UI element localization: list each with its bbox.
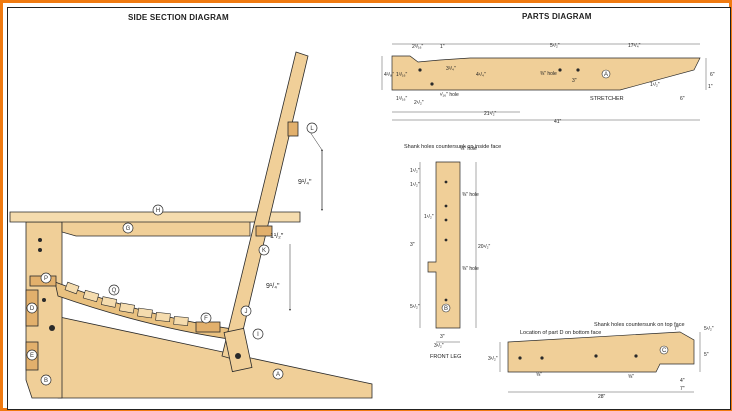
- st-d3: 5¹/₂": [550, 43, 560, 49]
- st-d8: 4¹/₄": [476, 72, 486, 78]
- label-h: H: [156, 208, 160, 214]
- arm-drawing: [507, 331, 695, 373]
- arm-b1: ⅝": [536, 372, 542, 378]
- arm-h2: 5": [704, 352, 709, 358]
- stretcher-drawing: [391, 55, 701, 91]
- label-k: K: [262, 248, 266, 254]
- st-d15: 6": [680, 96, 685, 102]
- fl-w2: 3¹/₂": [434, 343, 444, 349]
- label-p: P: [44, 276, 48, 282]
- fl-height: 20¹/₂": [478, 244, 491, 250]
- fl-c: 1¹/₂": [410, 168, 420, 174]
- st-hole1: ⅜" hole: [540, 71, 557, 77]
- st-d12: 2¹/₂": [414, 100, 424, 106]
- st-d2: 1": [440, 44, 445, 50]
- st-d7: 3³/₄": [446, 66, 456, 72]
- cleat-p-right: [195, 321, 221, 333]
- dim-lower: 9¹/₄": [266, 283, 280, 290]
- st-d13: 6": [710, 72, 715, 78]
- arm-b3: 4": [680, 378, 685, 384]
- stretcher-label: A: [604, 72, 608, 78]
- arm-note-left: Location of part D on bottom face: [520, 330, 601, 336]
- st-d14: 1¹/₂": [650, 82, 660, 88]
- arm-note-right: Shank holes countersunk on top face: [594, 322, 685, 328]
- arm-h1: 3¹/₂": [488, 356, 498, 362]
- front-leg-label: B: [444, 306, 448, 312]
- block-k: [255, 225, 273, 237]
- part-labels: [26, 122, 318, 386]
- dim-upper: 9¹/₄": [298, 179, 312, 186]
- fl-w1: 3": [440, 334, 445, 340]
- parts-diagram-title: PARTS DIAGRAM: [522, 12, 592, 21]
- fl-hole-top: ⅜" hole: [460, 146, 477, 152]
- front-leg-note: Shank holes countersunk on inside face: [404, 144, 501, 150]
- front-leg-name: FRONT LEG: [430, 354, 461, 360]
- label-i: I: [257, 332, 259, 338]
- front-leg-drawing: [427, 161, 461, 329]
- st-d6: 1³/₁₆": [396, 72, 408, 78]
- backrest-board: [221, 51, 309, 361]
- st-hole3: ¹⁄₁₆" hole: [440, 92, 459, 98]
- label-f: F: [204, 316, 208, 322]
- label-a: A: [276, 372, 280, 378]
- arm-b4: 7": [680, 386, 685, 392]
- fl-i: 5¹/₂": [410, 304, 420, 310]
- fl-hole-mid: ⅜" hole: [462, 192, 479, 198]
- label-l: L: [310, 126, 314, 132]
- label-b: B: [44, 378, 48, 384]
- label-e: E: [30, 353, 34, 359]
- label-g: G: [126, 226, 131, 232]
- st-d4: 17³/₄": [628, 43, 641, 49]
- st-len1: 21¹/₂": [484, 111, 497, 117]
- fl-f: 1¹/₂": [424, 214, 434, 220]
- label-j: J: [245, 309, 248, 315]
- arm-top2: 5¹/₂": [704, 326, 714, 332]
- fl-h: 3": [410, 242, 415, 248]
- label-d: D: [30, 306, 35, 312]
- arm-b2: ⅝": [628, 374, 634, 380]
- block-i: [223, 327, 253, 373]
- st-d5: 4³/₈": [384, 72, 394, 78]
- st-d1: 2³/₁₆": [412, 44, 424, 50]
- arm-h: [9, 211, 301, 223]
- slat-sections: [64, 281, 189, 326]
- side-section-title: SIDE SECTION DIAGRAM: [128, 13, 229, 22]
- arm-top1: 7": [674, 326, 679, 332]
- label-q: Q: [112, 288, 117, 294]
- cleat-l: [287, 121, 299, 137]
- arm-label: C: [662, 348, 667, 354]
- stretcher-name: STRETCHER: [590, 96, 624, 102]
- side-section-drawing: [9, 51, 373, 399]
- fl-hole-low: ⅜" hole: [462, 266, 479, 272]
- arm-len: 28": [598, 394, 606, 400]
- dim-middle: 1¹/₂": [270, 233, 284, 240]
- st-d11: 1": [708, 84, 713, 90]
- st-d9: 3": [572, 78, 577, 84]
- st-len2: 41": [554, 119, 562, 125]
- fl-d: 1¹/₂": [410, 182, 420, 188]
- st-d10: 1³/₁₆": [396, 96, 408, 102]
